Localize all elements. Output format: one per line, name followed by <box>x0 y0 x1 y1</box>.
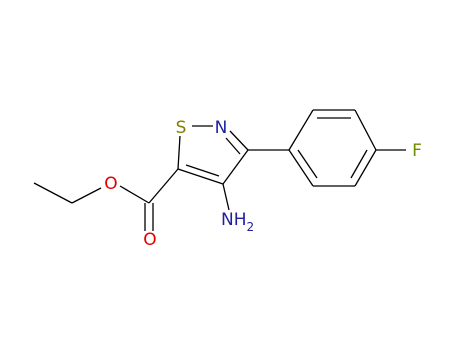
bond-o-ester-carbonyl-c <box>119 185 150 204</box>
bond-c4-c5 <box>177 168 224 185</box>
bond-c3-c4 <box>222 149 249 185</box>
bond-ph3-ph4 <box>354 109 377 151</box>
atom-label-n-amino-symbol: NH <box>221 210 247 230</box>
atom-label-n-amino: NH2 <box>221 210 254 234</box>
bond-ph1-ph2 <box>288 109 314 151</box>
bond-n-c3-second <box>225 137 241 155</box>
bond-c4-c5-second <box>185 164 220 177</box>
atom-label-n-amino-subscript: 2 <box>247 220 255 234</box>
bond-ph6-ph1-inner <box>297 149 318 179</box>
bond-n-c3 <box>229 130 249 151</box>
bond-ch2-o-ester <box>71 187 102 204</box>
atom-labels: S N O O NH2 F <box>104 118 422 250</box>
atom-label-s: S <box>176 118 187 138</box>
bond-carbonyl-c-c5 <box>148 168 179 204</box>
bond-c5-s <box>177 135 181 170</box>
atom-label-n-ring: N <box>215 118 228 138</box>
bond-ph4-ph5 <box>354 149 377 187</box>
bond-ch3-ch2 <box>33 182 73 204</box>
bonds <box>33 109 406 231</box>
atom-label-o-ester: O <box>104 174 117 194</box>
bond-ph4-ph5-inner <box>350 149 368 179</box>
atom-label-f: F <box>412 141 422 161</box>
atom-label-o-carbonyl: O <box>143 230 156 250</box>
bond-ph6-ph1 <box>288 149 314 187</box>
bond-c4-nh2 <box>222 183 230 211</box>
